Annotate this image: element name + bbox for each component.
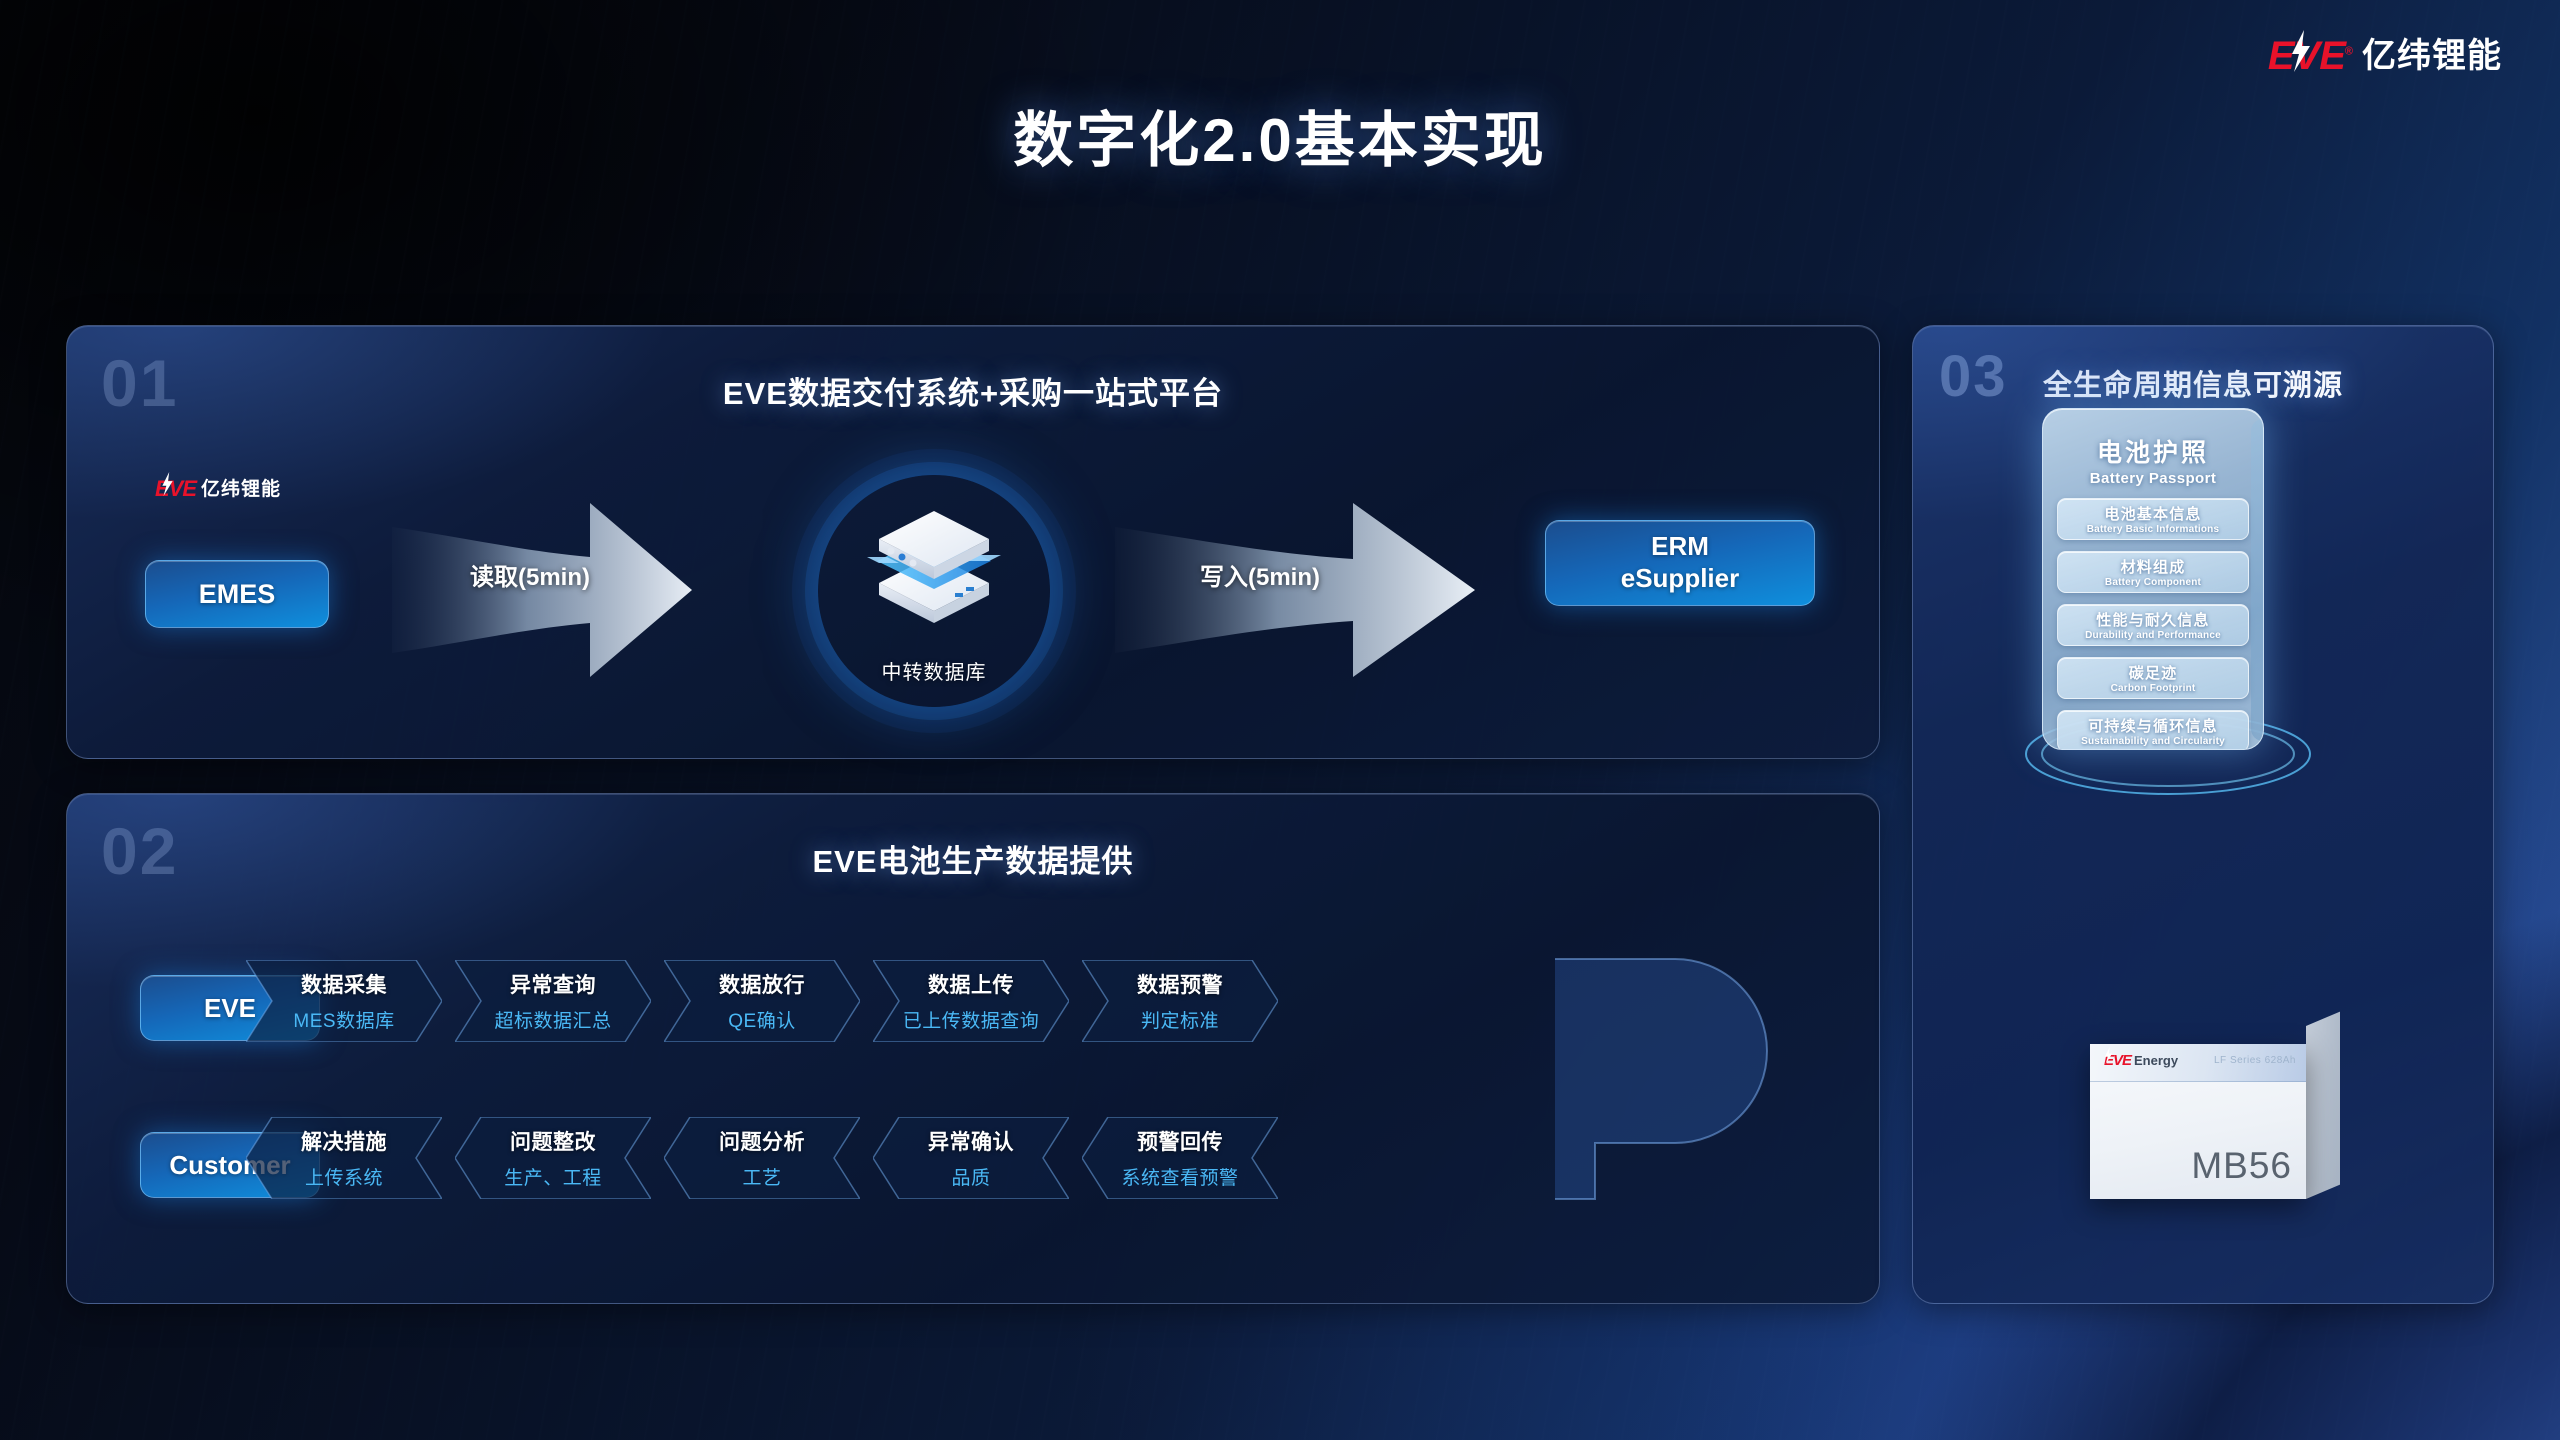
passport-item-cn: 材料组成 (2120, 559, 2186, 576)
battery-model-label: MB56 (2191, 1145, 2292, 1186)
flow-step-title: 异常查询 (510, 974, 596, 997)
panel-battery-production-data: 02 EVE电池生产数据提供 (66, 793, 1880, 1304)
flow-step-subtitle: 生产、工程 (504, 1168, 602, 1189)
flow-step[interactable]: 问题整改生产、工程 (455, 1117, 651, 1199)
passport-title-cn: 电池护照 (2096, 439, 2209, 467)
flow-step-title: 数据上传 (928, 974, 1014, 997)
brand-name-cn: 亿纬锂能 (2362, 37, 2502, 75)
flow-step-title: 数据采集 (301, 974, 387, 997)
flow-step[interactable]: 数据预警判定标准 (1082, 960, 1278, 1042)
flow-step-subtitle: 上传系统 (304, 1168, 383, 1189)
battery-logo-text: Energy (2134, 1053, 2179, 1068)
passport-item-cn: 性能与耐久信息 (2096, 612, 2210, 629)
node-erm-label-line1: ERM (1651, 531, 1709, 562)
passport-item-cn: 电池基本信息 (2104, 506, 2202, 523)
emes-source-logo: EVE 亿纬锂能 (155, 472, 282, 500)
battery-side-face (2306, 1011, 2340, 1199)
panel-number-02: 02 (101, 814, 179, 888)
hub-database-label: 中转数据库 (881, 662, 987, 684)
flow-step-title: 数据放行 (719, 974, 805, 997)
hub-database-circle: 中转数据库 (818, 475, 1050, 707)
flow-step-subtitle: 品质 (951, 1168, 991, 1189)
trademark-icon: ® (2344, 45, 2353, 58)
battery-eve-energy-logo: EVE Energy (2104, 1047, 2179, 1069)
flow-step[interactable]: 异常确认品质 (873, 1117, 1069, 1199)
panel-title-03: 全生命周期信息可溯源 (2043, 370, 2344, 402)
node-eve-label: EVE (203, 992, 257, 1023)
flow-step-title: 异常确认 (928, 1131, 1014, 1154)
database-server-icon (859, 505, 1009, 630)
arrow-write (1115, 497, 1475, 688)
brand-logo: EVE® 亿纬锂能 (2267, 30, 2502, 78)
eve-wordmark-battery: EVE (2104, 1047, 2132, 1069)
eve-wordmark-small: EVE (155, 472, 197, 500)
eve-letters: EVE (2267, 34, 2346, 78)
passport-item-en: Durability and Performance (2085, 630, 2221, 641)
flow-step-subtitle: 系统查看预警 (1121, 1168, 1239, 1189)
battery-spec-label: LF Series 628Ah (2214, 1055, 2296, 1066)
passport-item-cn: 碳足迹 (2128, 665, 2178, 682)
battery-front-face: EVE Energy LF Series 628Ah MB56 (2090, 1044, 2306, 1199)
node-erm-esupplier[interactable]: ERM eSupplier (1545, 520, 1815, 606)
passport-item-en: Carbon Footprint (2110, 683, 2196, 694)
flow-step-subtitle: 工艺 (742, 1168, 782, 1189)
flow-step-title: 数据预警 (1137, 974, 1223, 997)
flow-step-subtitle: QE确认 (728, 1011, 796, 1032)
flow-step[interactable]: 数据上传已上传数据查询 (873, 960, 1069, 1042)
panel-title-01: EVE数据交付系统+采购一站式平台 (722, 376, 1224, 411)
passport-title-en: Battery Passport (2089, 470, 2217, 487)
flow-step[interactable]: 数据放行 QE确认 (664, 960, 860, 1042)
arrow-read (392, 497, 692, 688)
passport-item-en: Sustainability and Circularity (2081, 736, 2225, 747)
passport-item-en: Battery Component (2104, 577, 2202, 588)
flow-step-subtitle: MES数据库 (293, 1011, 395, 1032)
passport-item-en: Battery Basic Informations (2086, 524, 2220, 535)
flow-step-title: 问题分析 (719, 1131, 805, 1154)
flow-step-title: 预警回传 (1137, 1131, 1223, 1154)
node-emes-label: EMES (198, 578, 276, 609)
node-erm-label-line2: eSupplier (1620, 563, 1740, 593)
flow-step-subtitle: 已上传数据查询 (902, 1011, 1040, 1032)
passport-item-cn: 可持续与循环信息 (2088, 718, 2218, 735)
panel-number-03: 03 (1939, 344, 2008, 409)
flow-step[interactable]: 解决措施上传系统 (246, 1117, 442, 1199)
arrow-write-label: 写入(5min) (1200, 564, 1320, 591)
panel-number-01: 01 (101, 346, 179, 420)
battery-top-band (2090, 1044, 2306, 1082)
eve-wordmark: EVE® (2267, 30, 2353, 78)
flow-loop-connector (1555, 955, 1775, 1210)
node-emes[interactable]: EMES (145, 560, 329, 628)
arrow-read-label: 读取(5min) (470, 564, 590, 591)
page-title: 数字化2.0基本实现 (1013, 107, 1547, 174)
brand-name-cn-small: 亿纬锂能 (201, 478, 282, 500)
panel-title-02: EVE电池生产数据提供 (812, 844, 1134, 879)
flow-step-subtitle: 判定标准 (1140, 1011, 1219, 1032)
flow-step[interactable]: 异常查询超标数据汇总 (455, 960, 651, 1042)
flow-step[interactable]: 问题分析工艺 (664, 1117, 860, 1199)
eve-letters-battery: EVE (2104, 1052, 2132, 1069)
flow-step-title: 问题整改 (510, 1131, 596, 1154)
battery-product-mb56: EVE Energy LF Series 628Ah MB56 (2082, 1011, 2352, 1226)
flow-step[interactable]: 预警回传系统查看预警 (1082, 1117, 1278, 1199)
flow-step-title: 解决措施 (301, 1131, 387, 1154)
flow-step-subtitle: 超标数据汇总 (494, 1011, 612, 1032)
flow-step[interactable]: 数据采集 MES数据库 (246, 960, 442, 1042)
